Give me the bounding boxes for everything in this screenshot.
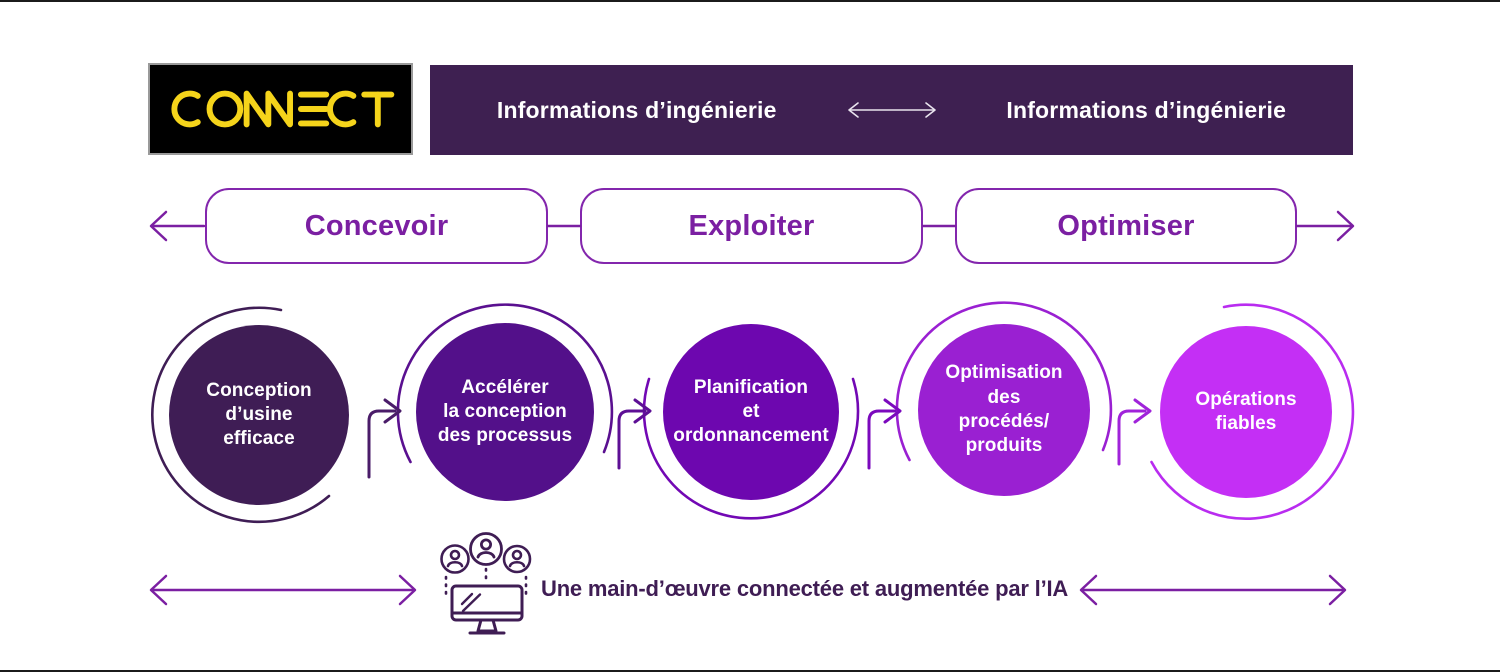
- stage-right-arrow-icon: [1295, 210, 1355, 242]
- process-circle-4-label: Optimisation des procédés/ produits: [945, 362, 1063, 457]
- process-circle-1: Conception d’usine efficace: [169, 325, 349, 505]
- footer-left-double-arrow-icon: [149, 574, 417, 606]
- stage-optimiser: Optimiser: [955, 188, 1297, 264]
- user-icon-right: [502, 544, 532, 574]
- monitor-icon: [450, 584, 524, 635]
- stage-optimiser-label: Optimiser: [1057, 209, 1195, 242]
- footer-right-double-arrow-icon: [1079, 574, 1347, 606]
- bottom-border: [0, 670, 1500, 672]
- dotted-links: [444, 567, 528, 601]
- banner-right-label: Informations d’ingénierie: [1006, 96, 1287, 123]
- circle-arrow-4-icon: [1117, 398, 1152, 466]
- stage-left-arrow-icon: [149, 210, 206, 242]
- process-circle-5: Opérations fiables: [1160, 326, 1332, 498]
- process-circle-3-label: Planification et ordonnancement: [673, 376, 829, 447]
- user-icon-middle: [469, 532, 503, 566]
- top-border: [0, 0, 1500, 2]
- stage-concevoir: Concevoir: [205, 188, 548, 264]
- process-circle-2: Accélérer la conception des processus: [416, 323, 594, 501]
- process-circle-3: Planification et ordonnancement: [663, 324, 839, 500]
- stage-exploiter-label: Exploiter: [688, 209, 815, 242]
- connect-logo-icon: [170, 90, 394, 128]
- circle-arrow-3-icon: [867, 398, 902, 470]
- circle-arrow-1-icon: [367, 398, 402, 479]
- stage-exploiter: Exploiter: [580, 188, 923, 264]
- workforce-caption: Une main-d’œuvre connectée et augmentée …: [541, 576, 1069, 601]
- banner-left-label: Informations d’ingénierie: [496, 96, 777, 123]
- double-arrow-icon: [847, 102, 936, 118]
- process-circle-5-label: Opérations fiables: [1195, 388, 1297, 434]
- stage-concevoir-label: Concevoir: [304, 209, 449, 242]
- process-circle-1-label: Conception d’usine efficace: [206, 379, 312, 450]
- circle-arrow-2-icon: [617, 398, 652, 470]
- user-icon-left: [440, 544, 470, 574]
- process-circle-2-label: Accélérer la conception des processus: [437, 376, 573, 447]
- workforce-icon: [440, 532, 532, 635]
- process-circle-4: Optimisation des procédés/ produits: [918, 324, 1090, 496]
- connect-logo: CONNECT: [148, 63, 413, 155]
- engineering-info-banner: Informations d’ingénierie Informations d…: [430, 65, 1353, 155]
